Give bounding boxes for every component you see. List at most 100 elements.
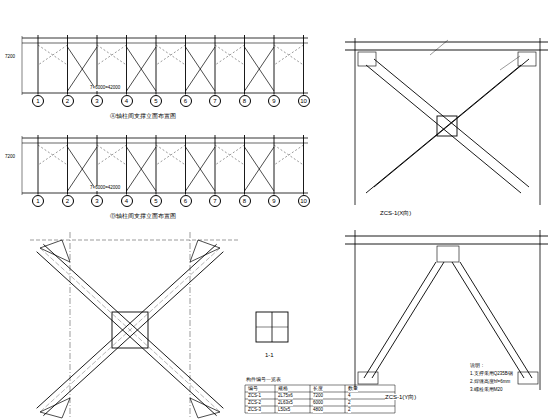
axis-number: 3 [95, 98, 98, 104]
drawing-line [186, 147, 216, 191]
dimension: 7200 [5, 155, 15, 160]
table-cell: 2 [348, 408, 351, 413]
axis-number: 2 [66, 98, 69, 104]
plate-outline [358, 52, 376, 66]
drawing-line [68, 47, 98, 91]
drawing-line [156, 45, 186, 65]
drawing-line [68, 147, 98, 191]
drawing-line [215, 45, 245, 65]
drawing-line [127, 47, 157, 91]
drawing-line [185, 35, 186, 94]
drawing-line [274, 35, 275, 94]
plate-outline [437, 246, 459, 262]
drawing-line [186, 47, 216, 91]
drawing-line [540, 230, 541, 390]
drawing-line [38, 135, 39, 194]
axis-bubble: 4 [121, 95, 133, 107]
drawing-line [215, 45, 245, 65]
drawing-line [256, 327, 288, 328]
axis-number: 2 [66, 198, 69, 204]
table-cell: ZCS-2 [248, 401, 261, 406]
axis-number: 7 [213, 98, 216, 104]
note: 3.螺栓采用M20 [470, 388, 503, 393]
drawing-line [22, 36, 23, 95]
axis-bubble: 3 [91, 195, 103, 207]
axis-bubble: 5 [150, 195, 162, 207]
gusset-plate [40, 240, 220, 418]
drawing-line [274, 45, 304, 65]
drawing-line [97, 145, 127, 165]
drawing-title: Ⓐ轴柱间支撑立面布置图 [110, 113, 176, 119]
axis-bubble: 10 [298, 195, 310, 207]
axis-bubble: 7 [209, 95, 221, 107]
axis-number: 7 [213, 198, 216, 204]
drawing-line [500, 56, 520, 70]
drawing-line [22, 136, 23, 195]
plate-outline [518, 372, 538, 384]
axis-number: 9 [272, 98, 275, 104]
drawing-line [355, 38, 356, 205]
drawing-line [156, 145, 186, 165]
axis-number: 5 [154, 98, 157, 104]
axis-number: 8 [243, 198, 246, 204]
drawing-line [127, 147, 157, 191]
table-cell: ZCS-3 [248, 408, 261, 413]
drawing-line [126, 35, 127, 94]
axis-number: 3 [95, 198, 98, 204]
plate-outline [256, 312, 288, 342]
axis-number: 9 [272, 198, 275, 204]
axis-number: 10 [300, 198, 307, 204]
table-cell: 2 [348, 401, 351, 406]
drawing-line [156, 45, 186, 65]
table-cell: 7200 [313, 394, 323, 399]
axis-bubble: 2 [62, 95, 74, 107]
table-cell: 6000 [313, 401, 323, 406]
drawing-line [156, 135, 157, 194]
axis-number: 6 [184, 198, 187, 204]
drawing-line [540, 38, 541, 205]
axis-bubble: 9 [268, 195, 280, 207]
drawing-line [345, 50, 548, 51]
drawing-line [215, 145, 245, 165]
drawing-line [303, 135, 304, 194]
drawing-line [22, 38, 308, 39]
drawing-line [374, 59, 529, 187]
drawing-line [68, 147, 98, 191]
axis-bubble: 5 [150, 95, 162, 107]
axis-bubble: 8 [239, 95, 251, 107]
drawing-line [127, 47, 157, 91]
plate-outline [518, 52, 536, 66]
drawing-line [345, 236, 548, 237]
drawing-line [275, 385, 276, 413]
drawing-line [37, 252, 217, 416]
drawing-line [38, 35, 39, 94]
axis-bubble: 1 [32, 195, 44, 207]
table-cell: 4800 [313, 408, 323, 413]
axis-number: 1 [36, 198, 39, 204]
drawing-line [43, 252, 223, 416]
axis-bubble: 6 [180, 195, 192, 207]
table-cell: ZCS-1 [248, 394, 261, 399]
drawing-line [274, 45, 304, 65]
detail-title: ZCS-1(Y向) [385, 394, 416, 400]
drawing-line [245, 406, 395, 407]
drawing-line [366, 65, 521, 193]
axis-bubble: 7 [209, 195, 221, 207]
drawing-line [22, 138, 308, 139]
drawing-line [345, 244, 548, 245]
axis-bubble: 4 [121, 195, 133, 207]
drawing-line [245, 47, 275, 91]
drawing-line [244, 35, 245, 94]
axis-bubble: 9 [268, 95, 280, 107]
drawing-line [22, 193, 308, 194]
drawing-line [186, 47, 216, 91]
drawing-line [40, 248, 220, 412]
drawing-line [245, 385, 246, 413]
drawing-line [67, 135, 68, 194]
drawing-line [38, 145, 68, 165]
drawing-line [97, 45, 127, 65]
drawing-line [245, 385, 395, 386]
axis-bubble: 3 [91, 95, 103, 107]
drawing-line [68, 47, 98, 91]
